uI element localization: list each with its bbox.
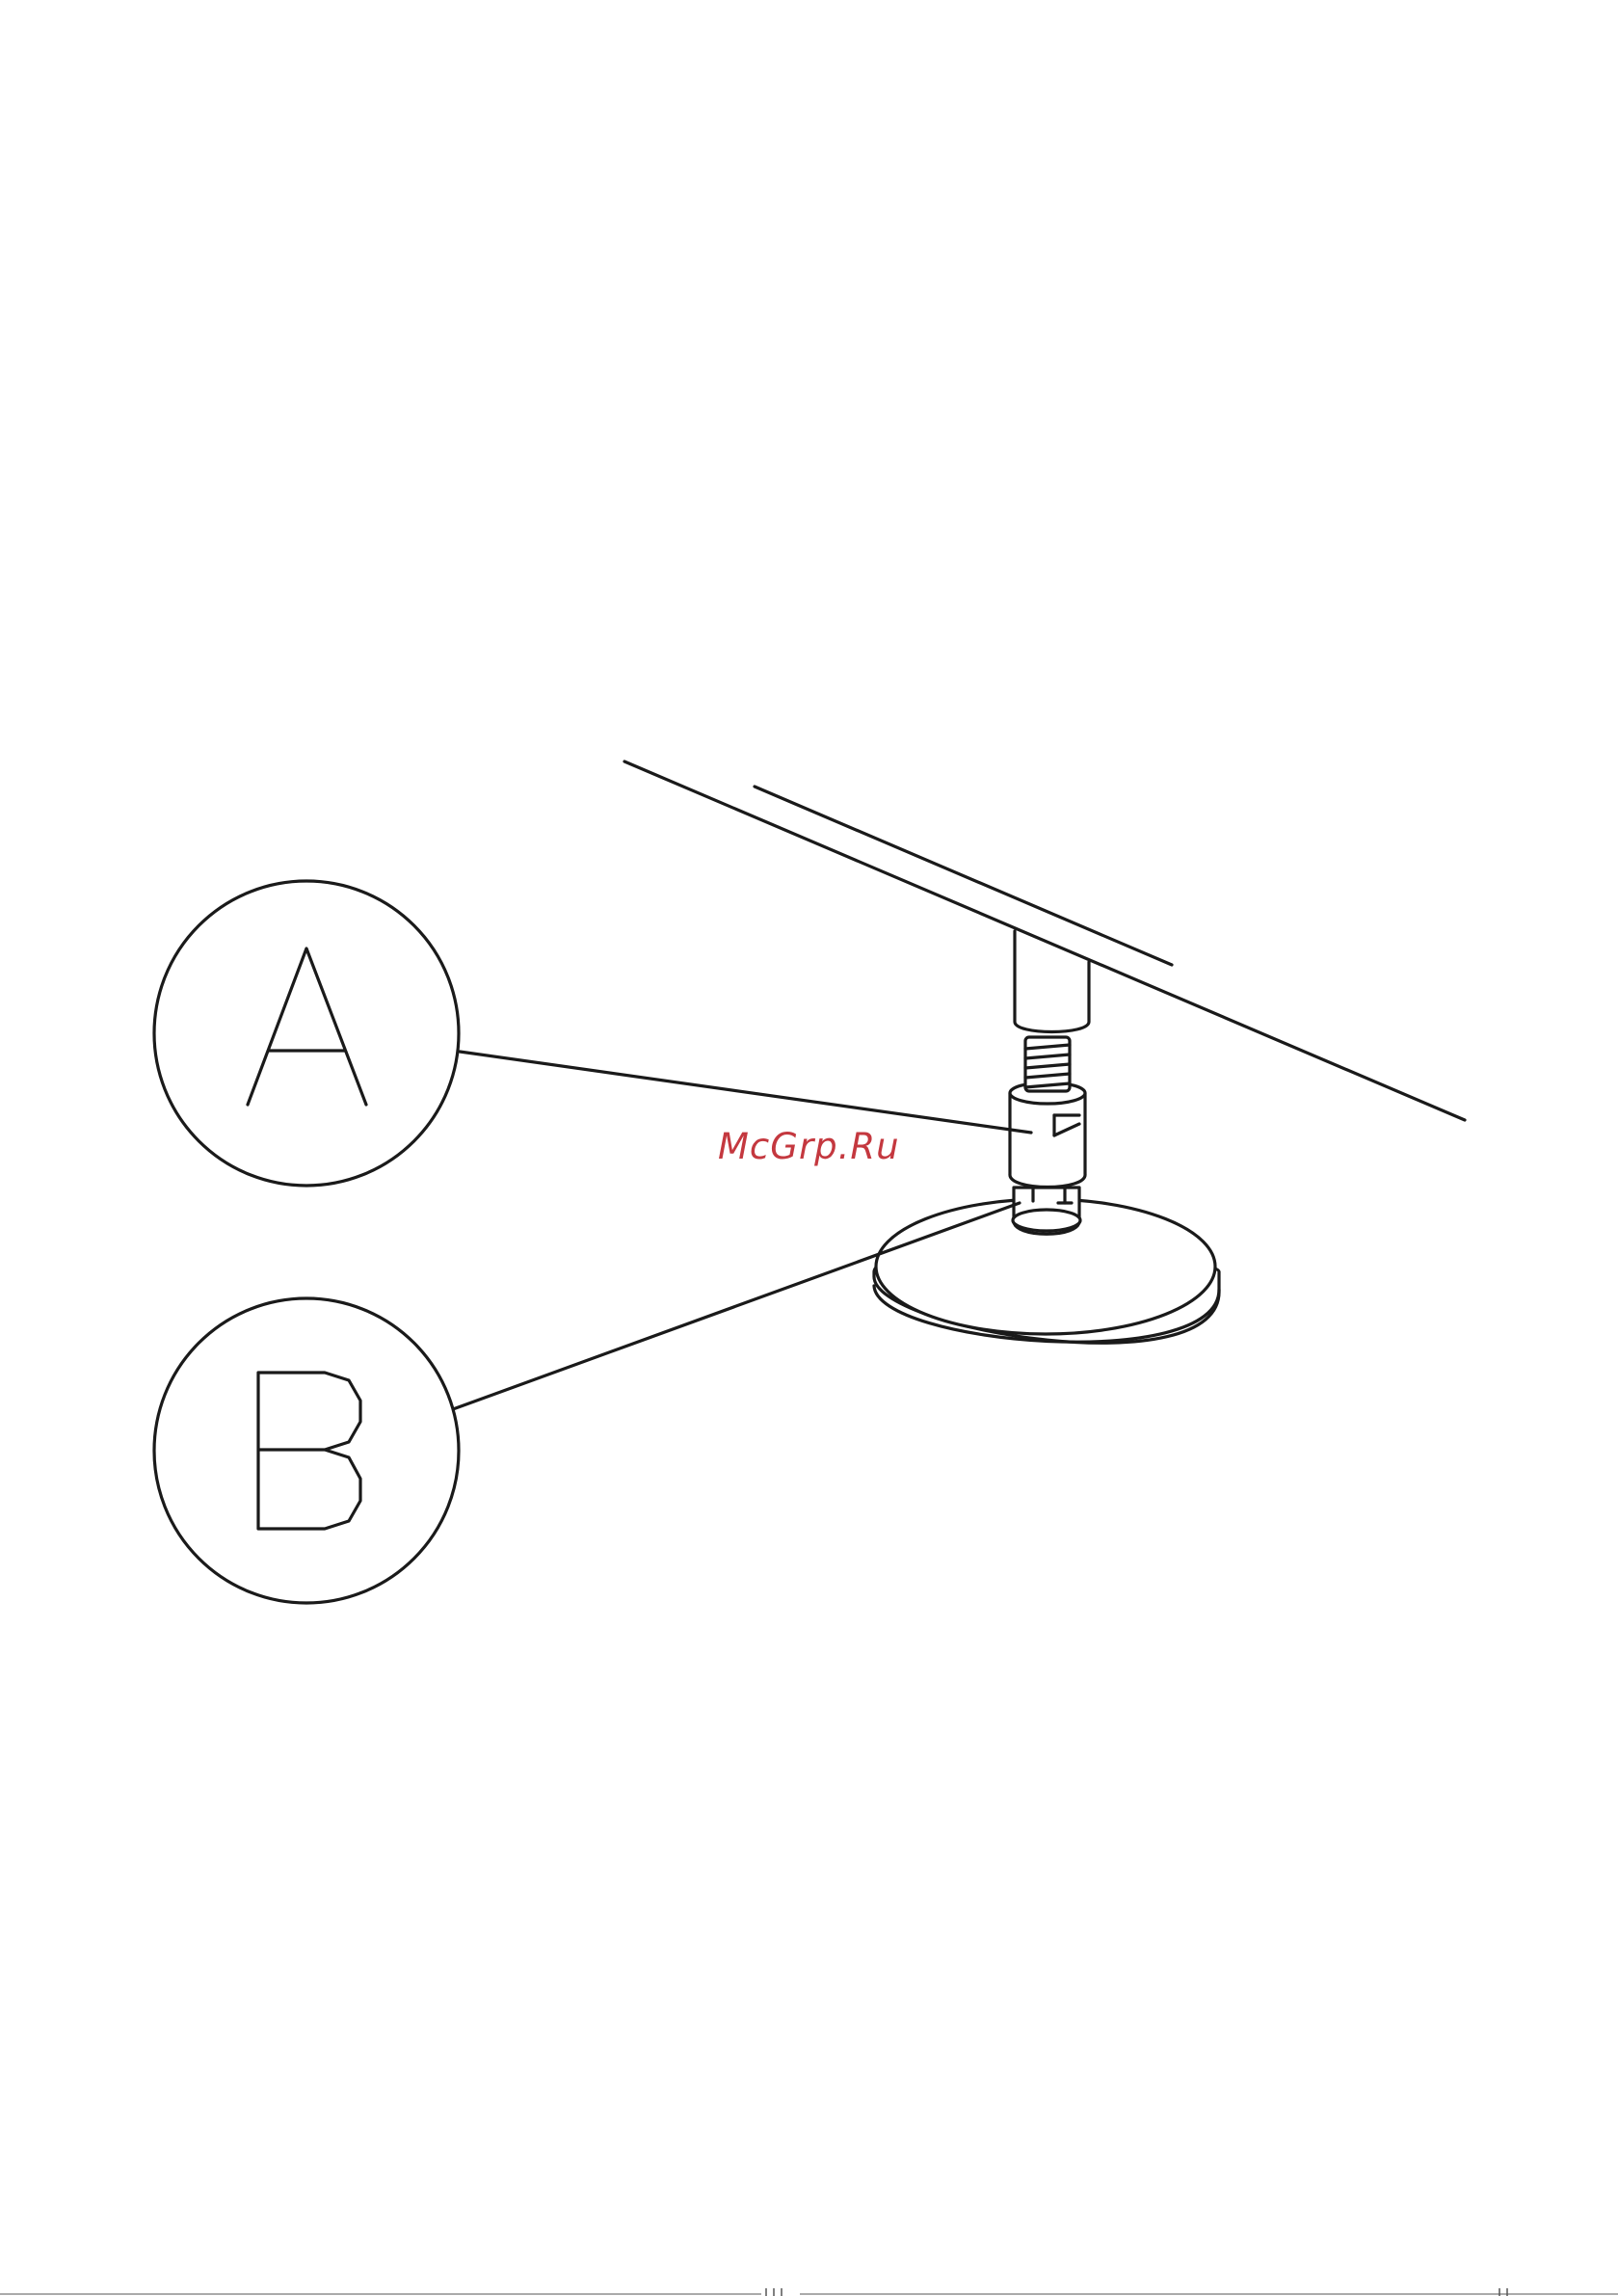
- callout-a-leader: [460, 1052, 1031, 1133]
- callout-a-circle: [154, 881, 459, 1186]
- panel-back-edge: [755, 787, 1172, 965]
- upper-sleeve: [1015, 931, 1089, 1032]
- threaded-rod: [1025, 1037, 1070, 1091]
- part-b-collar: [1013, 1188, 1080, 1234]
- footer-registration-marks: [0, 2286, 1618, 2296]
- watermark-text: McGrp.Ru: [718, 1126, 968, 1167]
- part-a-nut: [1010, 1082, 1085, 1188]
